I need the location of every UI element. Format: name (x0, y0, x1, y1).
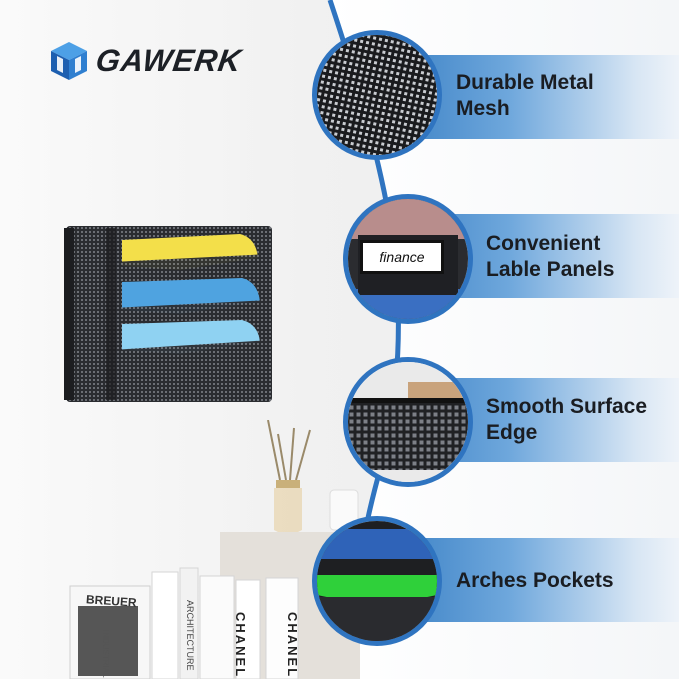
brand-name: GAWERK (93, 43, 245, 78)
feature-label-edge: Smooth Surface Edge (486, 394, 647, 446)
mesh-closeup-image (312, 30, 442, 160)
wall-file-organizer (64, 226, 272, 402)
edge-closeup-image (343, 357, 473, 487)
book-spine-chanel-1: CHANEL (233, 612, 248, 679)
feature-label-pockets: Arches Pockets (456, 568, 614, 594)
book-spine-architecture: ARCHITECTURE (185, 600, 195, 671)
label-card-text: finance (379, 249, 425, 265)
book-stack (69, 567, 299, 679)
brand-cube-icon (51, 42, 87, 80)
book-spine-industrial: INDUSTRIAL (101, 630, 110, 678)
book-spine-chanel-2: CHANEL (285, 612, 300, 679)
feature-band-pockets (395, 538, 679, 622)
brand-logo: GAWERK (48, 40, 245, 82)
feature-mesh-line2: Mesh (456, 97, 510, 120)
feature-pockets-line1: Arches Pockets (456, 569, 614, 592)
feature-label-mesh: Durable Metal Mesh (456, 70, 594, 122)
feature-edge-line1: Smooth Surface (486, 395, 648, 418)
feature-label-panels: Convenient Lable Panels (486, 231, 614, 283)
feature-panels-line1: Convenient (486, 232, 601, 255)
feature-panels-line2: Lable Panels (486, 258, 615, 281)
feature-mesh-line1: Durable Metal (456, 71, 594, 94)
feature-band-mesh (395, 55, 679, 139)
label-card: finance (360, 240, 444, 274)
pocket-closeup-image (312, 516, 442, 646)
feature-edge-line2: Edge (486, 421, 538, 444)
